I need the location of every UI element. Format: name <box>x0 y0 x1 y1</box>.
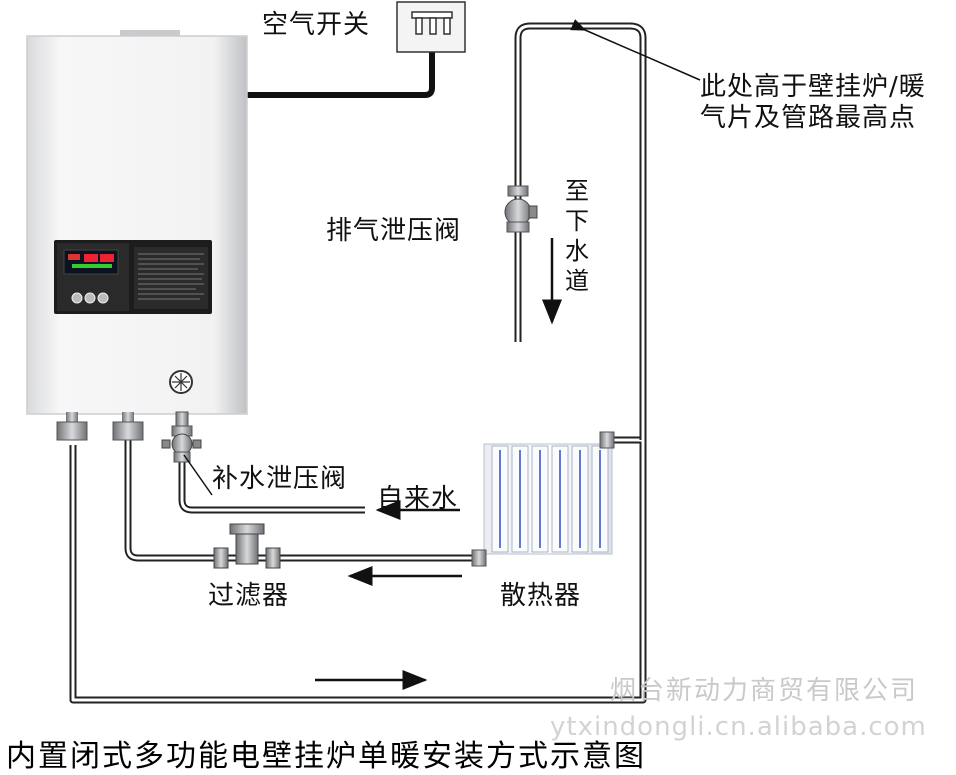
label-filter: 过滤器 <box>208 581 290 611</box>
watermark-company: 烟台新动力商贸有限公司 <box>610 676 919 706</box>
label-exhaust-valve: 排气泄压阀 <box>326 216 462 246</box>
filter-unit <box>213 523 281 569</box>
label-to-drain: 至下水道 <box>565 177 589 295</box>
leader-high-point <box>570 19 701 81</box>
wall-boiler <box>26 30 248 441</box>
power-cable <box>246 50 435 98</box>
label-high-point-line2: 气片及管路最高点 <box>700 103 917 133</box>
panel-button-2 <box>84 292 96 304</box>
label-refill-valve: 补水泄压阀 <box>212 464 348 494</box>
air-switch <box>396 1 466 53</box>
control-panel <box>54 240 212 314</box>
label-tap-water: 自来水 <box>377 484 459 514</box>
diagram-caption: 内置闭式多功能电壁挂炉单暖安装方式示意图 <box>6 739 646 774</box>
label-air-switch: 空气开关 <box>262 10 371 40</box>
panel-button-1 <box>71 292 83 304</box>
label-radiator: 散热器 <box>500 581 582 611</box>
refill-valve <box>161 425 202 463</box>
watermark-site: ytxindongli.cn.alibaba.com <box>550 712 927 742</box>
radiator <box>471 431 615 567</box>
boiler-fittings <box>56 411 189 441</box>
leader-refill-valve <box>183 454 213 496</box>
panel-button-3 <box>97 292 109 304</box>
pressure-gauge <box>169 370 193 394</box>
exhaust-valve <box>504 185 538 233</box>
label-high-point-line1: 此处高于壁挂炉/暖 <box>700 72 926 102</box>
